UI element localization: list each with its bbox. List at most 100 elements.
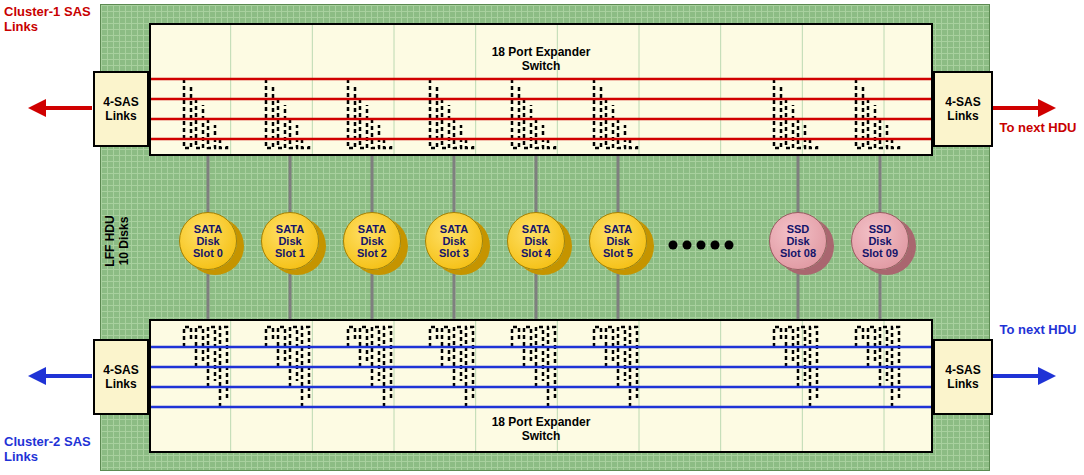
- port-link: [360, 99, 367, 148]
- sas-bus-line: [149, 98, 933, 101]
- switch-divider: [475, 25, 476, 154]
- disk-connector: [535, 270, 538, 319]
- port-link: [208, 119, 215, 148]
- disk-label: SATA Disk Slot 1: [268, 223, 312, 259]
- switch-divider: [557, 25, 558, 154]
- switch-divider: [394, 25, 395, 154]
- port-link: [606, 99, 613, 148]
- switch-divider: [802, 25, 803, 154]
- sas-bus-line: [149, 78, 933, 81]
- port-link: [278, 99, 285, 148]
- disk-connector: [617, 270, 620, 319]
- sata-disk: SATA Disk Slot 0: [179, 212, 237, 270]
- port-link: [524, 99, 531, 148]
- switch-title: 18 Port Expander Switch: [481, 415, 601, 443]
- disk-connector: [207, 156, 210, 212]
- port-link: [536, 119, 543, 148]
- arrow-head: [28, 367, 46, 385]
- disk-connector: [879, 270, 882, 319]
- arrow-shaft: [44, 374, 92, 378]
- port-link: [454, 119, 461, 148]
- port-link: [348, 327, 355, 347]
- disk-connector: [289, 270, 292, 319]
- arrow-shaft: [44, 106, 92, 110]
- port-link: [372, 327, 379, 387]
- sas-link-box: 4-SAS Links: [93, 71, 149, 147]
- port-link: [630, 139, 637, 148]
- port-link: [220, 139, 227, 148]
- sas-link-box: 4-SAS Links: [933, 339, 993, 415]
- sas-bus-line: [149, 118, 933, 121]
- switch-divider: [230, 25, 231, 154]
- port-link: [184, 327, 191, 347]
- port-link: [774, 79, 781, 148]
- expander-switch: 18 Port Expander Switch: [149, 319, 933, 453]
- port-link: [196, 99, 203, 148]
- port-link: [442, 99, 449, 148]
- port-link: [266, 327, 273, 347]
- port-link: [594, 79, 601, 148]
- disk-connector: [453, 156, 456, 212]
- port-link: [880, 327, 887, 387]
- disk-connector: [371, 156, 374, 212]
- port-link: [290, 119, 297, 148]
- port-link: [372, 119, 379, 148]
- disk-connector: [453, 270, 456, 319]
- ellipsis-dot: [697, 241, 706, 250]
- port-link: [798, 119, 805, 148]
- disk-connector: [617, 156, 620, 212]
- sas-bus-line: [149, 346, 933, 349]
- sas-link-box: 4-SAS Links: [93, 339, 149, 415]
- port-link: [348, 79, 355, 148]
- disk-connector: [879, 156, 882, 212]
- ellipsis-dot: [683, 241, 692, 250]
- disk-label: SATA Disk Slot 0: [186, 223, 230, 259]
- port-link: [774, 327, 781, 347]
- port-link: [548, 139, 555, 148]
- port-link: [786, 99, 793, 148]
- arrow-head: [28, 99, 46, 117]
- ellipsis-dot: [711, 241, 720, 250]
- disk-label: SATA Disk Slot 4: [514, 223, 558, 259]
- disk-connector: [797, 270, 800, 319]
- disk-label: SATA Disk Slot 2: [350, 223, 394, 259]
- sata-disk: SATA Disk Slot 3: [425, 212, 483, 270]
- port-link: [290, 327, 297, 387]
- arrow-head: [1038, 367, 1056, 385]
- port-link: [798, 327, 805, 387]
- port-link: [454, 327, 461, 387]
- port-link: [466, 139, 473, 148]
- sata-disk: SATA Disk Slot 5: [589, 212, 647, 270]
- disk-label: SSD Disk Slot 09: [858, 223, 902, 259]
- sas-bus-line: [149, 138, 933, 141]
- port-link: [208, 327, 215, 387]
- sata-disk: SATA Disk Slot 1: [261, 212, 319, 270]
- port-link: [618, 119, 625, 148]
- disk-connector: [535, 156, 538, 212]
- switch-title: 18 Port Expander Switch: [481, 45, 601, 73]
- disk-label: SATA Disk Slot 3: [432, 223, 476, 259]
- switch-divider: [884, 25, 885, 154]
- arrow-head: [1038, 99, 1056, 117]
- ssd-disk: SSD Disk Slot 08: [769, 212, 827, 270]
- disk-connector: [207, 270, 210, 319]
- sas-bus-line: [149, 366, 933, 369]
- port-link: [892, 139, 899, 148]
- port-link: [810, 139, 817, 148]
- disk-connector: [371, 270, 374, 319]
- disk-connector: [289, 156, 292, 212]
- sata-disk: SATA Disk Slot 4: [507, 212, 565, 270]
- port-link: [618, 327, 625, 387]
- sas-link-box: 4-SAS Links: [933, 71, 993, 147]
- disk-label: SATA Disk Slot 5: [596, 223, 640, 259]
- sas-label: 4-SAS Links: [98, 95, 144, 123]
- port-link: [880, 119, 887, 148]
- board-title: LFF HDU 10 Disks: [103, 209, 131, 273]
- switch-divider: [639, 25, 640, 154]
- arrow-shaft: [992, 374, 1040, 378]
- port-link: [266, 79, 273, 148]
- expander-switch: 18 Port Expander Switch: [149, 23, 933, 156]
- port-link: [384, 139, 391, 148]
- ellipsis-dot: [669, 241, 678, 250]
- sas-label: 4-SAS Links: [940, 363, 986, 391]
